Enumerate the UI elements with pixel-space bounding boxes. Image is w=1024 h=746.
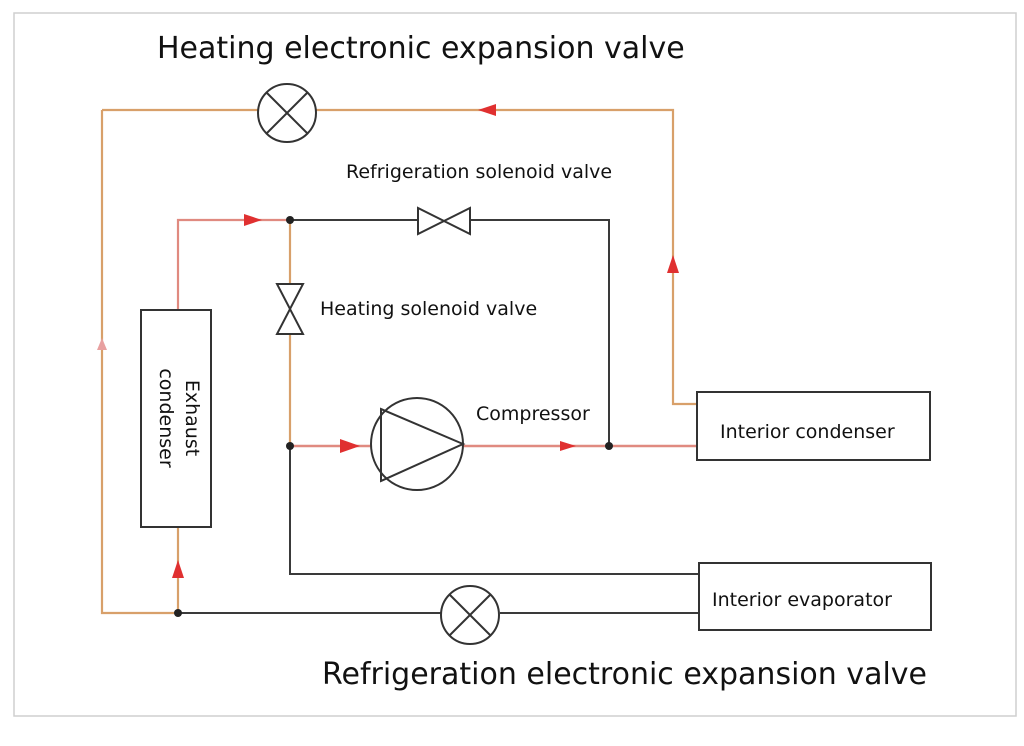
junction-dot <box>605 442 613 450</box>
interior-evaporator-box <box>698 562 932 631</box>
flow-arrow-right <box>340 439 360 453</box>
interior-condenser-box <box>696 391 931 461</box>
flow-arrow-right <box>244 214 262 226</box>
junction-dot <box>286 442 294 450</box>
exhaust-condenser-label: Exhaust condenser <box>155 368 203 467</box>
flow-arrow-up-faint <box>97 338 107 350</box>
flow-arrow-up <box>667 255 679 273</box>
left-return-pipe <box>100 110 178 615</box>
heating-eev-label: Heating electronic expansion valve <box>157 31 685 66</box>
flow-arrow-left <box>478 104 496 116</box>
junction-dot <box>286 216 294 224</box>
interior-evaporator-label: Interior evaporator <box>712 589 892 611</box>
evaporator-return-pipe <box>289 446 699 575</box>
flow-arrow-right <box>560 441 576 451</box>
junction-dot <box>174 609 182 617</box>
flow-arrow-up <box>172 560 184 578</box>
compressor-label: Compressor <box>476 403 590 425</box>
refrigeration-solenoid-valve-symbol <box>417 206 471 236</box>
heating-solenoid-valve-symbol <box>275 283 305 335</box>
heating-solenoid-label: Heating solenoid valve <box>320 298 537 320</box>
refrigeration-eev-label: Refrigeration electronic expansion valve <box>322 657 927 692</box>
heating-expansion-valve-symbol <box>257 83 317 143</box>
exhaust-condenser-line1: Exhaust <box>181 380 203 456</box>
interior-condenser-label: Interior condenser <box>720 421 895 443</box>
exhaust-outlet-pipe <box>176 218 290 310</box>
exhaust-condenser-line2: condenser <box>155 368 177 467</box>
refrigeration-expansion-valve-symbol <box>440 585 500 645</box>
refrigeration-branch-pipe <box>290 219 610 446</box>
refrigeration-solenoid-label: Refrigeration solenoid valve <box>346 161 612 183</box>
frame-border <box>13 12 1017 717</box>
compressor-symbol <box>370 397 466 491</box>
exhaust-condenser-box <box>140 309 212 528</box>
